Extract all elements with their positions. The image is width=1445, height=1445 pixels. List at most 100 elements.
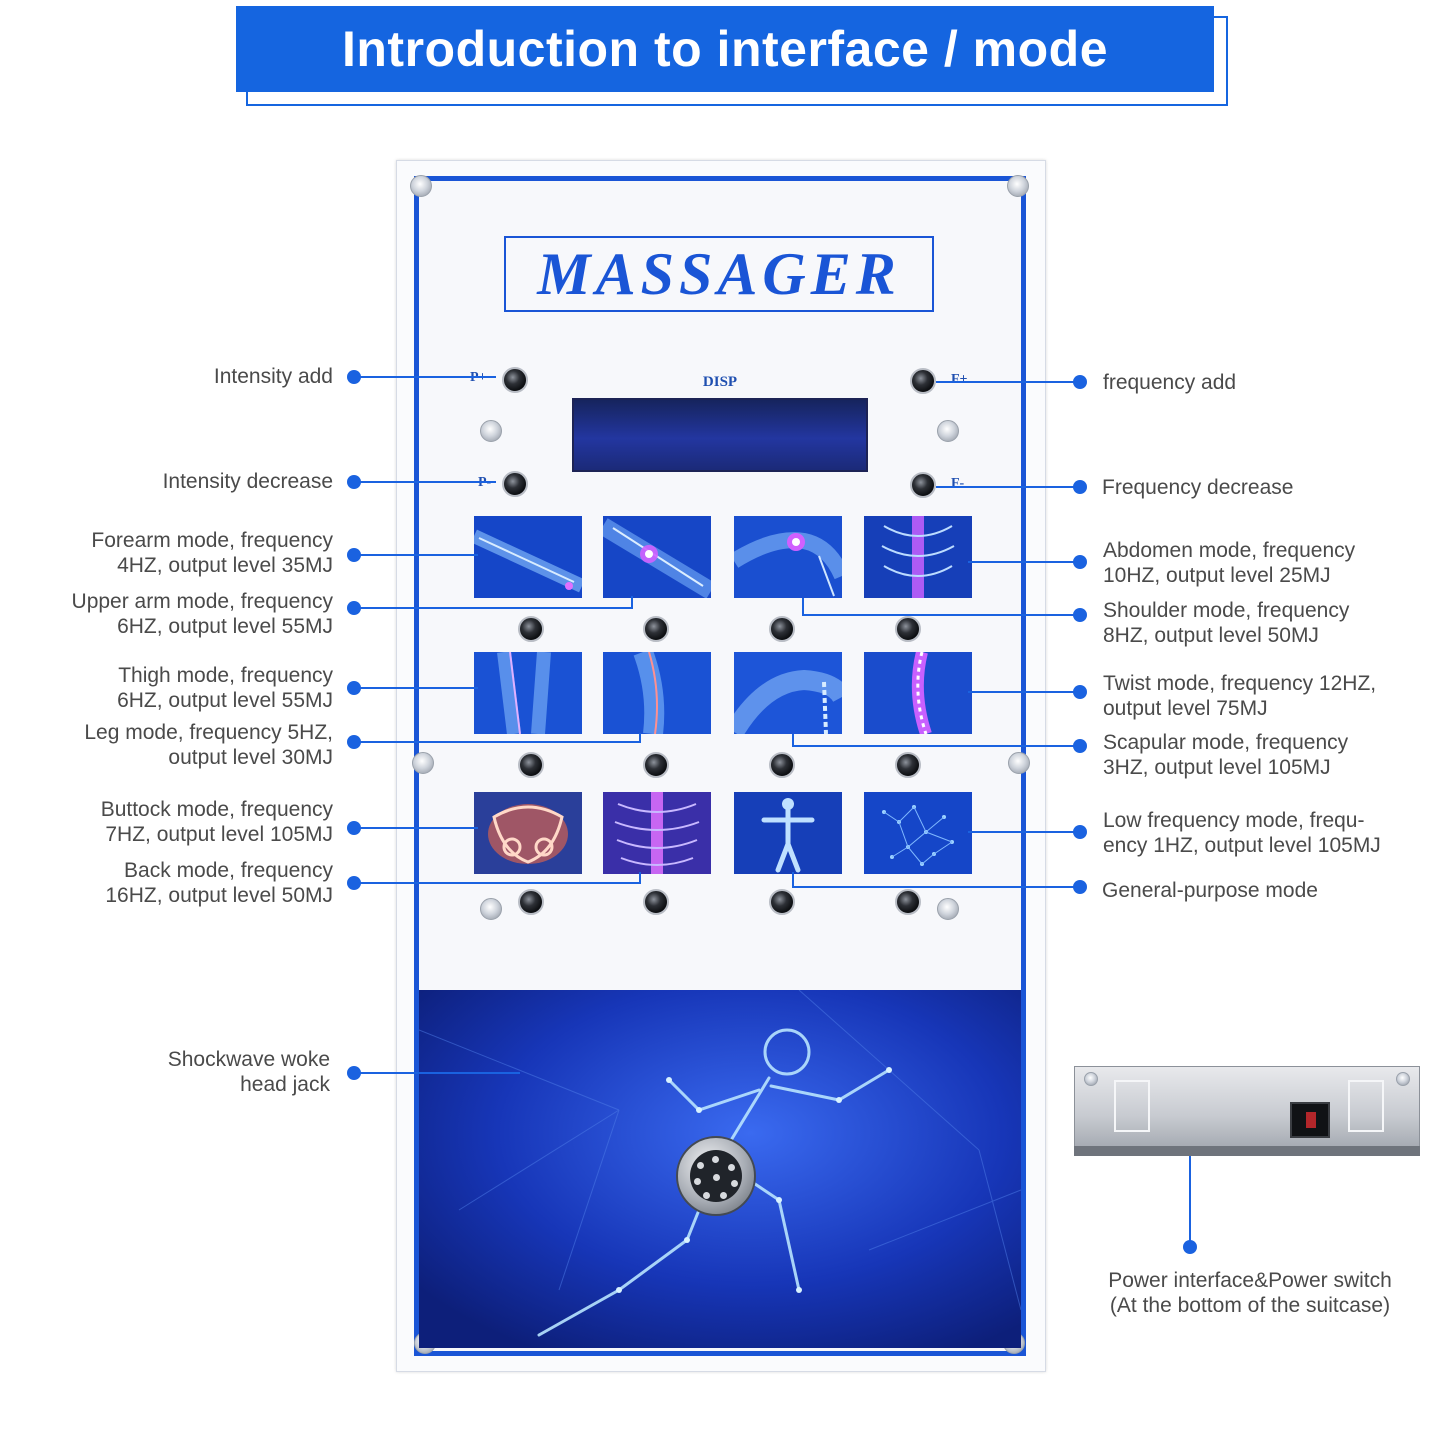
- jack-pin: [720, 1192, 727, 1199]
- abdomen-icon: [864, 516, 972, 598]
- screw-icon: [1008, 752, 1030, 774]
- power-switch[interactable]: [1306, 1112, 1316, 1128]
- intensity-decrease-button[interactable]: [502, 471, 528, 497]
- callout-dot: [347, 1066, 361, 1080]
- label-shockwave-jack: Shockwave woke head jack: [167, 1048, 330, 1096]
- general-mode-button[interactable]: [769, 889, 795, 915]
- screw-icon: [480, 420, 502, 442]
- callout-dot: [1073, 375, 1087, 389]
- upper-arm-mode-tile: [603, 516, 711, 598]
- scapular-icon: [734, 652, 842, 734]
- shoulder-mode-button[interactable]: [769, 616, 795, 642]
- jack-pin: [731, 1180, 738, 1187]
- latch-icon: [1348, 1080, 1384, 1132]
- label-frequency-decrease: Frequency decrease: [1102, 476, 1294, 499]
- buttock-mode-tile: [474, 792, 582, 874]
- label-power: Power interface&Power switch (At the bot…: [1108, 1269, 1392, 1317]
- leg-mode-button[interactable]: [643, 752, 669, 778]
- screw-icon: [410, 175, 432, 197]
- low-frequency-icon: [864, 792, 972, 874]
- callout-dot: [1073, 685, 1087, 699]
- forearm-icon: [474, 516, 582, 598]
- low-frequency-mode-button[interactable]: [895, 889, 921, 915]
- scapular-mode-button[interactable]: [769, 752, 795, 778]
- callout-dot: [347, 601, 361, 615]
- callout-dot: [347, 821, 361, 835]
- callout-dot: [1183, 1240, 1197, 1254]
- jack-pin: [728, 1164, 735, 1171]
- thigh-mode-tile: [474, 652, 582, 734]
- callout-dot: [1073, 480, 1087, 494]
- screw-icon: [1396, 1072, 1410, 1086]
- twist-mode-tile: [864, 652, 972, 734]
- forearm-mode-tile: [474, 516, 582, 598]
- scapular-mode-tile: [734, 652, 842, 734]
- abdomen-mode-tile: [864, 516, 972, 598]
- frequency-add-mark: F+: [951, 372, 968, 387]
- callout-dot: [1073, 739, 1087, 753]
- upper-arm-icon: [603, 516, 711, 598]
- screw-icon: [480, 898, 502, 920]
- label-general-purpose-mode: General-purpose mode: [1102, 879, 1318, 902]
- lcd-display: [572, 398, 868, 472]
- shoulder-mode-tile: [734, 516, 842, 598]
- jack-pin: [697, 1162, 704, 1169]
- label-shoulder-mode: Shoulder mode, frequency 8HZ, output lev…: [1103, 599, 1350, 647]
- label-leg-mode: Leg mode, frequency 5HZ, output level 30…: [84, 721, 333, 769]
- label-forearm-mode: Forearm mode, frequency 4HZ, output leve…: [91, 529, 333, 577]
- upper-arm-mode-button[interactable]: [643, 616, 669, 642]
- back-mode-tile: [603, 792, 711, 874]
- back-icon: [603, 792, 711, 874]
- twist-mode-button[interactable]: [895, 752, 921, 778]
- intensity-add-button[interactable]: [502, 367, 528, 393]
- label-low-frequency-mode: Low frequency mode, frequ- ency 1HZ, out…: [1103, 809, 1381, 857]
- page-title: Introduction to interface / mode: [236, 6, 1214, 92]
- frequency-decrease-button[interactable]: [910, 472, 936, 498]
- callout-dot: [347, 548, 361, 562]
- low-frequency-mode-tile: [864, 792, 972, 874]
- jack-pin: [712, 1156, 719, 1163]
- brand-logo: MASSAGER: [504, 236, 934, 312]
- label-frequency-add: frequency add: [1103, 371, 1237, 394]
- label-thigh-mode: Thigh mode, frequency 6HZ, output level …: [117, 664, 333, 712]
- jack-pin: [703, 1192, 710, 1199]
- label-abdomen-mode: Abdomen mode, frequency 10HZ, output lev…: [1103, 539, 1356, 587]
- jack-pin: [694, 1178, 701, 1185]
- callout-dot: [1073, 880, 1087, 894]
- label-twist-mode: Twist mode, frequency 12HZ, output level…: [1103, 672, 1377, 720]
- display-label: DISP: [702, 374, 738, 390]
- screw-icon: [1007, 175, 1029, 197]
- thigh-icon: [474, 652, 582, 734]
- screw-icon: [412, 752, 434, 774]
- callout-dot: [1073, 555, 1087, 569]
- label-buttock-mode: Buttock mode, frequency 7HZ, output leve…: [100, 798, 333, 846]
- callout-dot: [347, 370, 361, 384]
- abdomen-mode-button[interactable]: [895, 616, 921, 642]
- label-intensity-decrease: Intensity decrease: [162, 470, 333, 493]
- back-mode-button[interactable]: [643, 889, 669, 915]
- buttock-mode-button[interactable]: [518, 889, 544, 915]
- suitcase-edge: [1074, 1146, 1420, 1156]
- forearm-mode-button[interactable]: [518, 616, 544, 642]
- buttock-icon: [474, 792, 582, 874]
- jack-pin: [713, 1174, 720, 1181]
- callout-dot: [347, 735, 361, 749]
- frequency-add-button[interactable]: [910, 368, 936, 394]
- latch-icon: [1114, 1080, 1150, 1132]
- callout-dot: [1073, 825, 1087, 839]
- thigh-mode-button[interactable]: [518, 752, 544, 778]
- label-upper-arm-mode: Upper arm mode, frequency 6HZ, output le…: [71, 590, 333, 638]
- callout-dot: [1073, 608, 1087, 622]
- label-back-mode: Back mode, frequency 16HZ, output level …: [105, 859, 333, 907]
- shoulder-icon: [734, 516, 842, 598]
- leg-mode-tile: [603, 652, 711, 734]
- callout-dot: [347, 876, 361, 890]
- label-scapular-mode: Scapular mode, frequency 3HZ, output lev…: [1103, 731, 1349, 779]
- twist-icon: [864, 652, 972, 734]
- leg-icon: [603, 652, 711, 734]
- screw-icon: [937, 420, 959, 442]
- screw-icon: [937, 898, 959, 920]
- label-intensity-add: Intensity add: [213, 365, 333, 388]
- general-mode-tile: [734, 792, 842, 874]
